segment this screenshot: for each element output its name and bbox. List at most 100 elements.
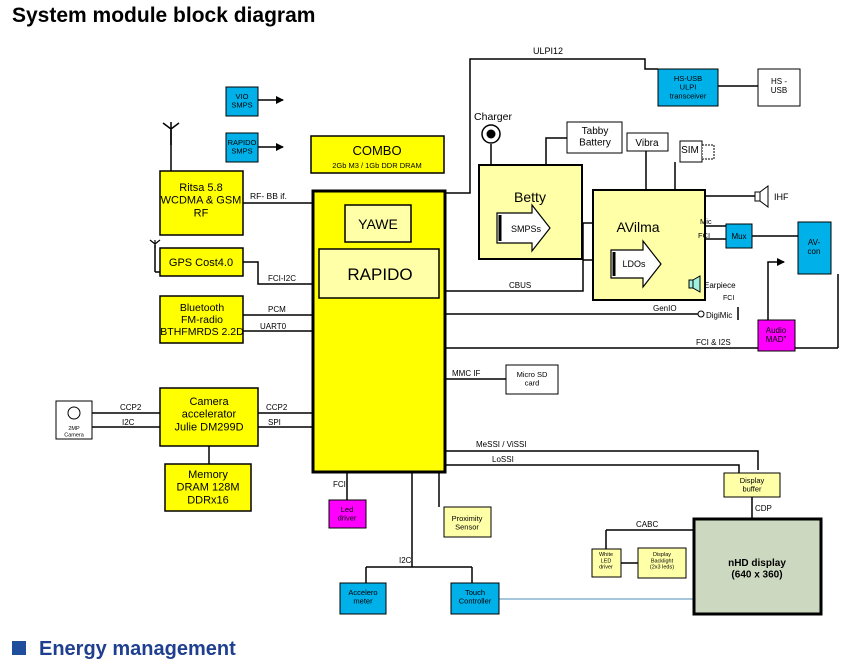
yawe-label: YAWE xyxy=(358,216,398,232)
label-spi: SPI xyxy=(268,418,281,427)
gps-block xyxy=(159,247,244,277)
ldos-label: LDOs xyxy=(622,259,646,269)
label-fci-audio: FCI xyxy=(723,295,734,302)
gps-antenna-icon xyxy=(149,239,161,248)
camera-accelerator-block xyxy=(159,387,259,447)
vio-smps-block xyxy=(225,86,259,117)
nhd-display-block xyxy=(692,517,823,616)
betty-label: Betty xyxy=(514,189,546,205)
digimic-label: DigiMic xyxy=(706,311,732,320)
combo-block xyxy=(310,135,445,174)
charger-label: Charger xyxy=(474,111,512,123)
label-fci-led: FCI xyxy=(333,480,346,489)
label-ccp2-left: CCP2 xyxy=(120,403,142,412)
label-pcm: PCM xyxy=(268,305,286,314)
label-lossi: LoSSI xyxy=(492,455,514,464)
yawe-block xyxy=(344,204,412,243)
hs-usb-ulpi-block xyxy=(657,68,719,107)
earpiece-icon xyxy=(688,275,701,293)
digimic-icon xyxy=(697,310,705,318)
charger-connector-core-icon xyxy=(486,129,496,139)
label-mic: Mic xyxy=(700,217,712,226)
touch-controller-block xyxy=(450,582,500,615)
smpss-label: SMPSs xyxy=(511,224,542,234)
avilma-block xyxy=(592,189,706,301)
camera-lens-icon xyxy=(67,406,81,420)
display-backlight-block xyxy=(637,547,687,579)
hs-usb-label: HS -USB xyxy=(771,77,788,95)
earpiece-label: Earpiece xyxy=(704,281,736,290)
label-rf-bb: RF- BB if. xyxy=(250,191,287,201)
sim-label: SIM xyxy=(681,145,699,156)
ldos-arrow-icon xyxy=(610,239,662,289)
label-cbus: CBUS xyxy=(509,281,531,290)
connection-lines xyxy=(92,58,839,583)
label-uart0: UART0 xyxy=(260,322,287,331)
memory-block xyxy=(164,463,252,512)
mux-block xyxy=(725,223,753,249)
rapido-label: RAPIDO xyxy=(347,265,412,284)
gps-label: GPS Cost4.0 xyxy=(169,257,233,269)
av-con-label: AV-con xyxy=(808,238,821,256)
label-i2c-left: I2C xyxy=(122,418,135,427)
micro-sd-block xyxy=(505,364,559,395)
nhd-display-label: nHD display(640 x 360) xyxy=(728,558,786,581)
led-driver-block xyxy=(328,499,367,529)
section-bullet-icon xyxy=(12,641,26,655)
label-cabc: CABC xyxy=(636,520,658,529)
label-cdp: CDP xyxy=(755,504,772,513)
mux-label: Mux xyxy=(731,232,746,241)
ihf-label: IHF xyxy=(774,192,789,202)
combo-subtitle: 2Gb M3 / 1Gb DDR DRAM xyxy=(332,161,422,170)
vibra-block xyxy=(626,132,669,152)
vibra-label: Vibra xyxy=(635,138,659,149)
label-fci-i2c: FCI-I2C xyxy=(268,274,296,283)
ritsa-rf-block xyxy=(159,170,244,236)
label-ccp2-right: CCP2 xyxy=(266,403,288,412)
betty-block xyxy=(478,164,583,260)
combo-title: COMBO xyxy=(352,143,401,158)
bluetooth-block xyxy=(159,295,244,344)
label-fci-i2s: FCI & I2S xyxy=(696,338,731,347)
av-con-block xyxy=(797,221,832,275)
smpss-arrow-icon xyxy=(496,203,551,253)
sim-icon xyxy=(679,140,715,163)
audio-mad-block xyxy=(757,319,796,352)
accelerometer-block xyxy=(339,582,387,615)
section-heading: Energy management xyxy=(39,638,236,660)
label-ulpi12: ULPI12 xyxy=(533,46,563,56)
avilma-label: AVilma xyxy=(616,219,659,235)
label-i2c-bottom: I2C xyxy=(399,556,412,565)
label-mmc-if: MMC IF xyxy=(452,369,481,378)
rapido-block xyxy=(318,248,440,299)
display-buffer-block xyxy=(723,472,781,498)
antenna-icon xyxy=(162,122,180,145)
label-genio: GenIO xyxy=(653,304,677,313)
tabby-battery-block xyxy=(566,121,623,154)
label-messi: MeSSI / ViSSI xyxy=(476,440,527,449)
hs-usb-block xyxy=(757,68,801,107)
rapido-smps-block xyxy=(225,132,259,163)
ihf-speaker-icon xyxy=(754,185,769,208)
page-title: System module block diagram xyxy=(12,4,316,27)
proximity-sensor-block xyxy=(443,506,492,538)
